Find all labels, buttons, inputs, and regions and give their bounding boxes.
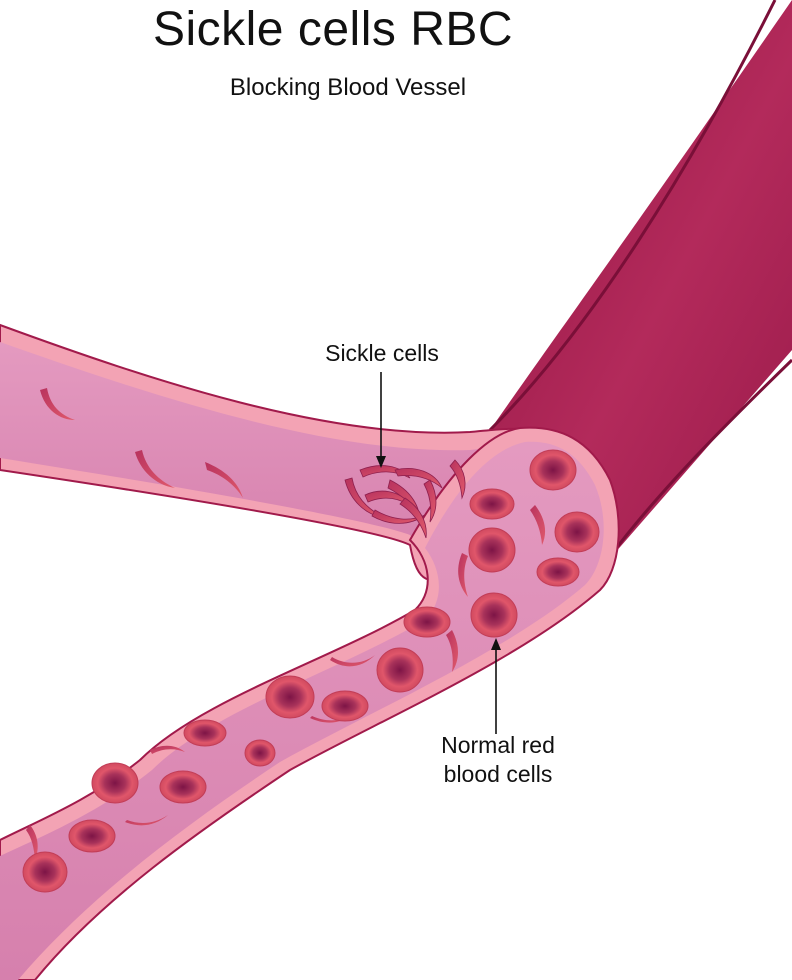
- sickle-cells-label: Sickle cells: [325, 340, 439, 366]
- normal-cells-label: Normal red blood cells: [404, 731, 592, 789]
- normal-cells-label-line2: blood cells: [443, 761, 553, 787]
- label-arrows: [376, 372, 501, 734]
- sickle-cells-upper: [40, 388, 243, 498]
- main-vessel-highlight: [598, 358, 792, 571]
- sickle-cell-clump: [344, 459, 466, 539]
- normal-cells-label-line1: Normal red: [441, 732, 555, 758]
- main-vessel-edge: [488, 0, 777, 432]
- main-vessel: [490, 0, 792, 570]
- diagram-title: Sickle cells RBC: [152, 3, 514, 56]
- sickle-cells-lower: [26, 505, 546, 860]
- normal-red-blood-cells: [22, 449, 600, 893]
- diagram-subtitle: Blocking Blood Vessel: [229, 74, 467, 101]
